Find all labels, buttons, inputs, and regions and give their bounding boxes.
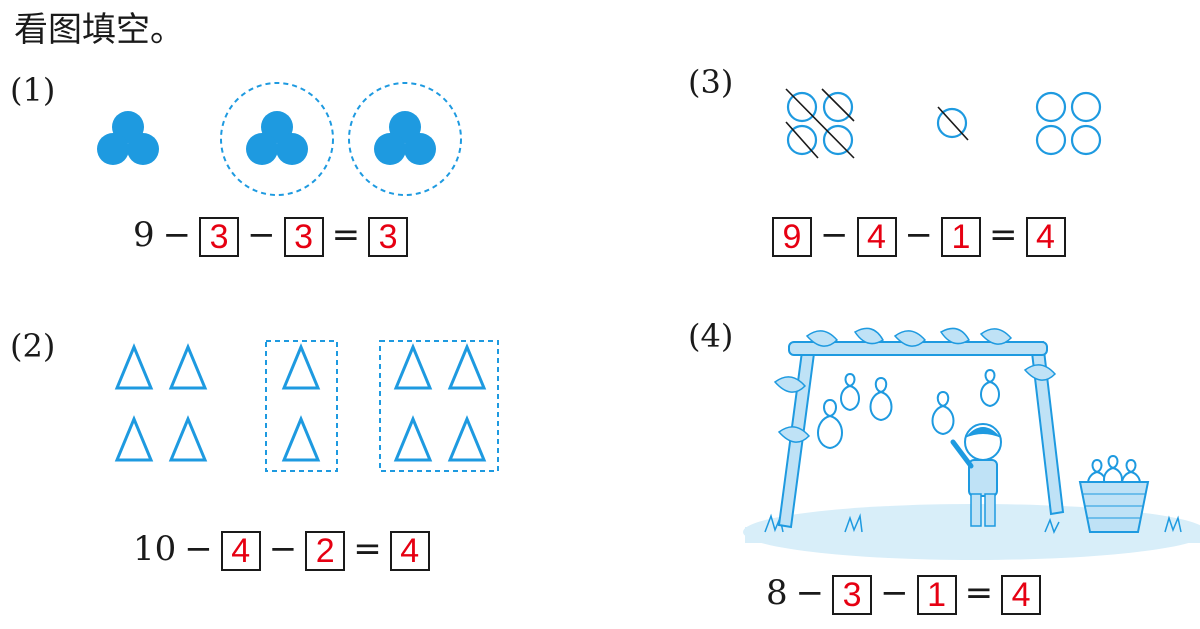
answer-box[interactable]: 3 [368,217,409,257]
triangle-icon [281,343,321,390]
problem-3-figure [785,88,1102,159]
problem-1-label: (1) [10,71,56,109]
gourd-icon [817,398,843,450]
page-title: 看图填空。 [14,10,184,50]
crossed-circle-icon [786,91,818,123]
problem-3-label: (3) [688,63,734,101]
start-number: 10 [133,529,177,569]
equals-sign: = [353,529,382,569]
triangle-icon [393,415,433,462]
minus-sign: − [880,573,909,613]
minus-sign: − [247,215,276,255]
triangle-icon [168,415,208,462]
answer-box[interactable]: 3 [832,575,873,615]
triangle-icon [114,415,154,462]
crossed-circle-icon [822,91,854,123]
equals-sign: = [989,215,1018,255]
triangle-icon [447,415,487,462]
problem-1-figure [97,82,462,196]
equals-sign: = [331,215,361,255]
minus-sign: − [904,215,934,255]
answer-box[interactable]: 1 [941,217,981,257]
dashed-box [379,340,499,472]
answer-box[interactable]: 3 [283,217,324,257]
circle-icon [1070,91,1102,123]
answer-box[interactable]: 9 [772,217,812,257]
dot-cluster-icon [97,111,159,165]
minus-sign: − [162,215,192,255]
cross-stroke [785,88,855,159]
answer-box[interactable]: 4 [856,217,897,257]
dot-cluster-icon [246,111,308,165]
circle-icon [1035,124,1067,156]
problem-4-equation: 8−3−1=4 [766,573,1042,615]
problem-2-equation: 10−4−2=4 [133,530,430,571]
answer-box[interactable]: 4 [1001,575,1042,615]
crossed-circle-icon [822,124,854,156]
answer-box[interactable]: 2 [305,531,346,571]
dashed-circle [220,82,334,196]
basket-of-gourds [1078,454,1150,533]
minus-sign: − [795,573,825,613]
problem-1-equation: 9−3−3=3 [133,215,409,257]
triangle-icon [281,415,321,462]
crossed-circle-icon [936,107,968,139]
problem-2-label: (2) [10,327,56,365]
minus-sign: − [820,215,849,255]
problem-3-equation: 9−4−1=4 [772,216,1066,257]
answer-box[interactable]: 4 [389,531,430,571]
dashed-circle [348,82,462,196]
cross-stroke [821,88,855,122]
triangle-icon [114,343,154,390]
cross-stroke [785,121,819,159]
answer-box[interactable]: 1 [916,575,957,615]
problem-2-figure [114,340,499,472]
answer-box[interactable]: 4 [220,531,261,571]
answer-box[interactable]: 3 [199,217,240,257]
gourd-icon [869,376,893,422]
gourd-icon [980,368,1000,408]
circle-icon [1070,124,1102,156]
gourd-trellis-illustration [743,327,1200,560]
problem-4-label: (4) [688,317,734,355]
equals-sign: = [964,573,994,613]
triangle-icon [168,343,208,390]
minus-sign: − [268,529,298,569]
start-number: 9 [133,215,155,255]
gourd-icon [931,390,955,436]
gourd-icon [840,372,860,412]
circle-icon [1035,91,1067,123]
crossed-circle-icon [786,124,818,156]
dot-cluster-icon [374,111,436,165]
triangle-icon [393,343,433,390]
dashed-box [265,340,338,472]
answer-box[interactable]: 4 [1025,217,1066,257]
minus-sign: − [184,529,213,569]
start-number: 8 [766,573,788,613]
child-figure [950,423,1002,527]
cross-stroke [937,106,969,141]
triangle-icon [447,343,487,390]
